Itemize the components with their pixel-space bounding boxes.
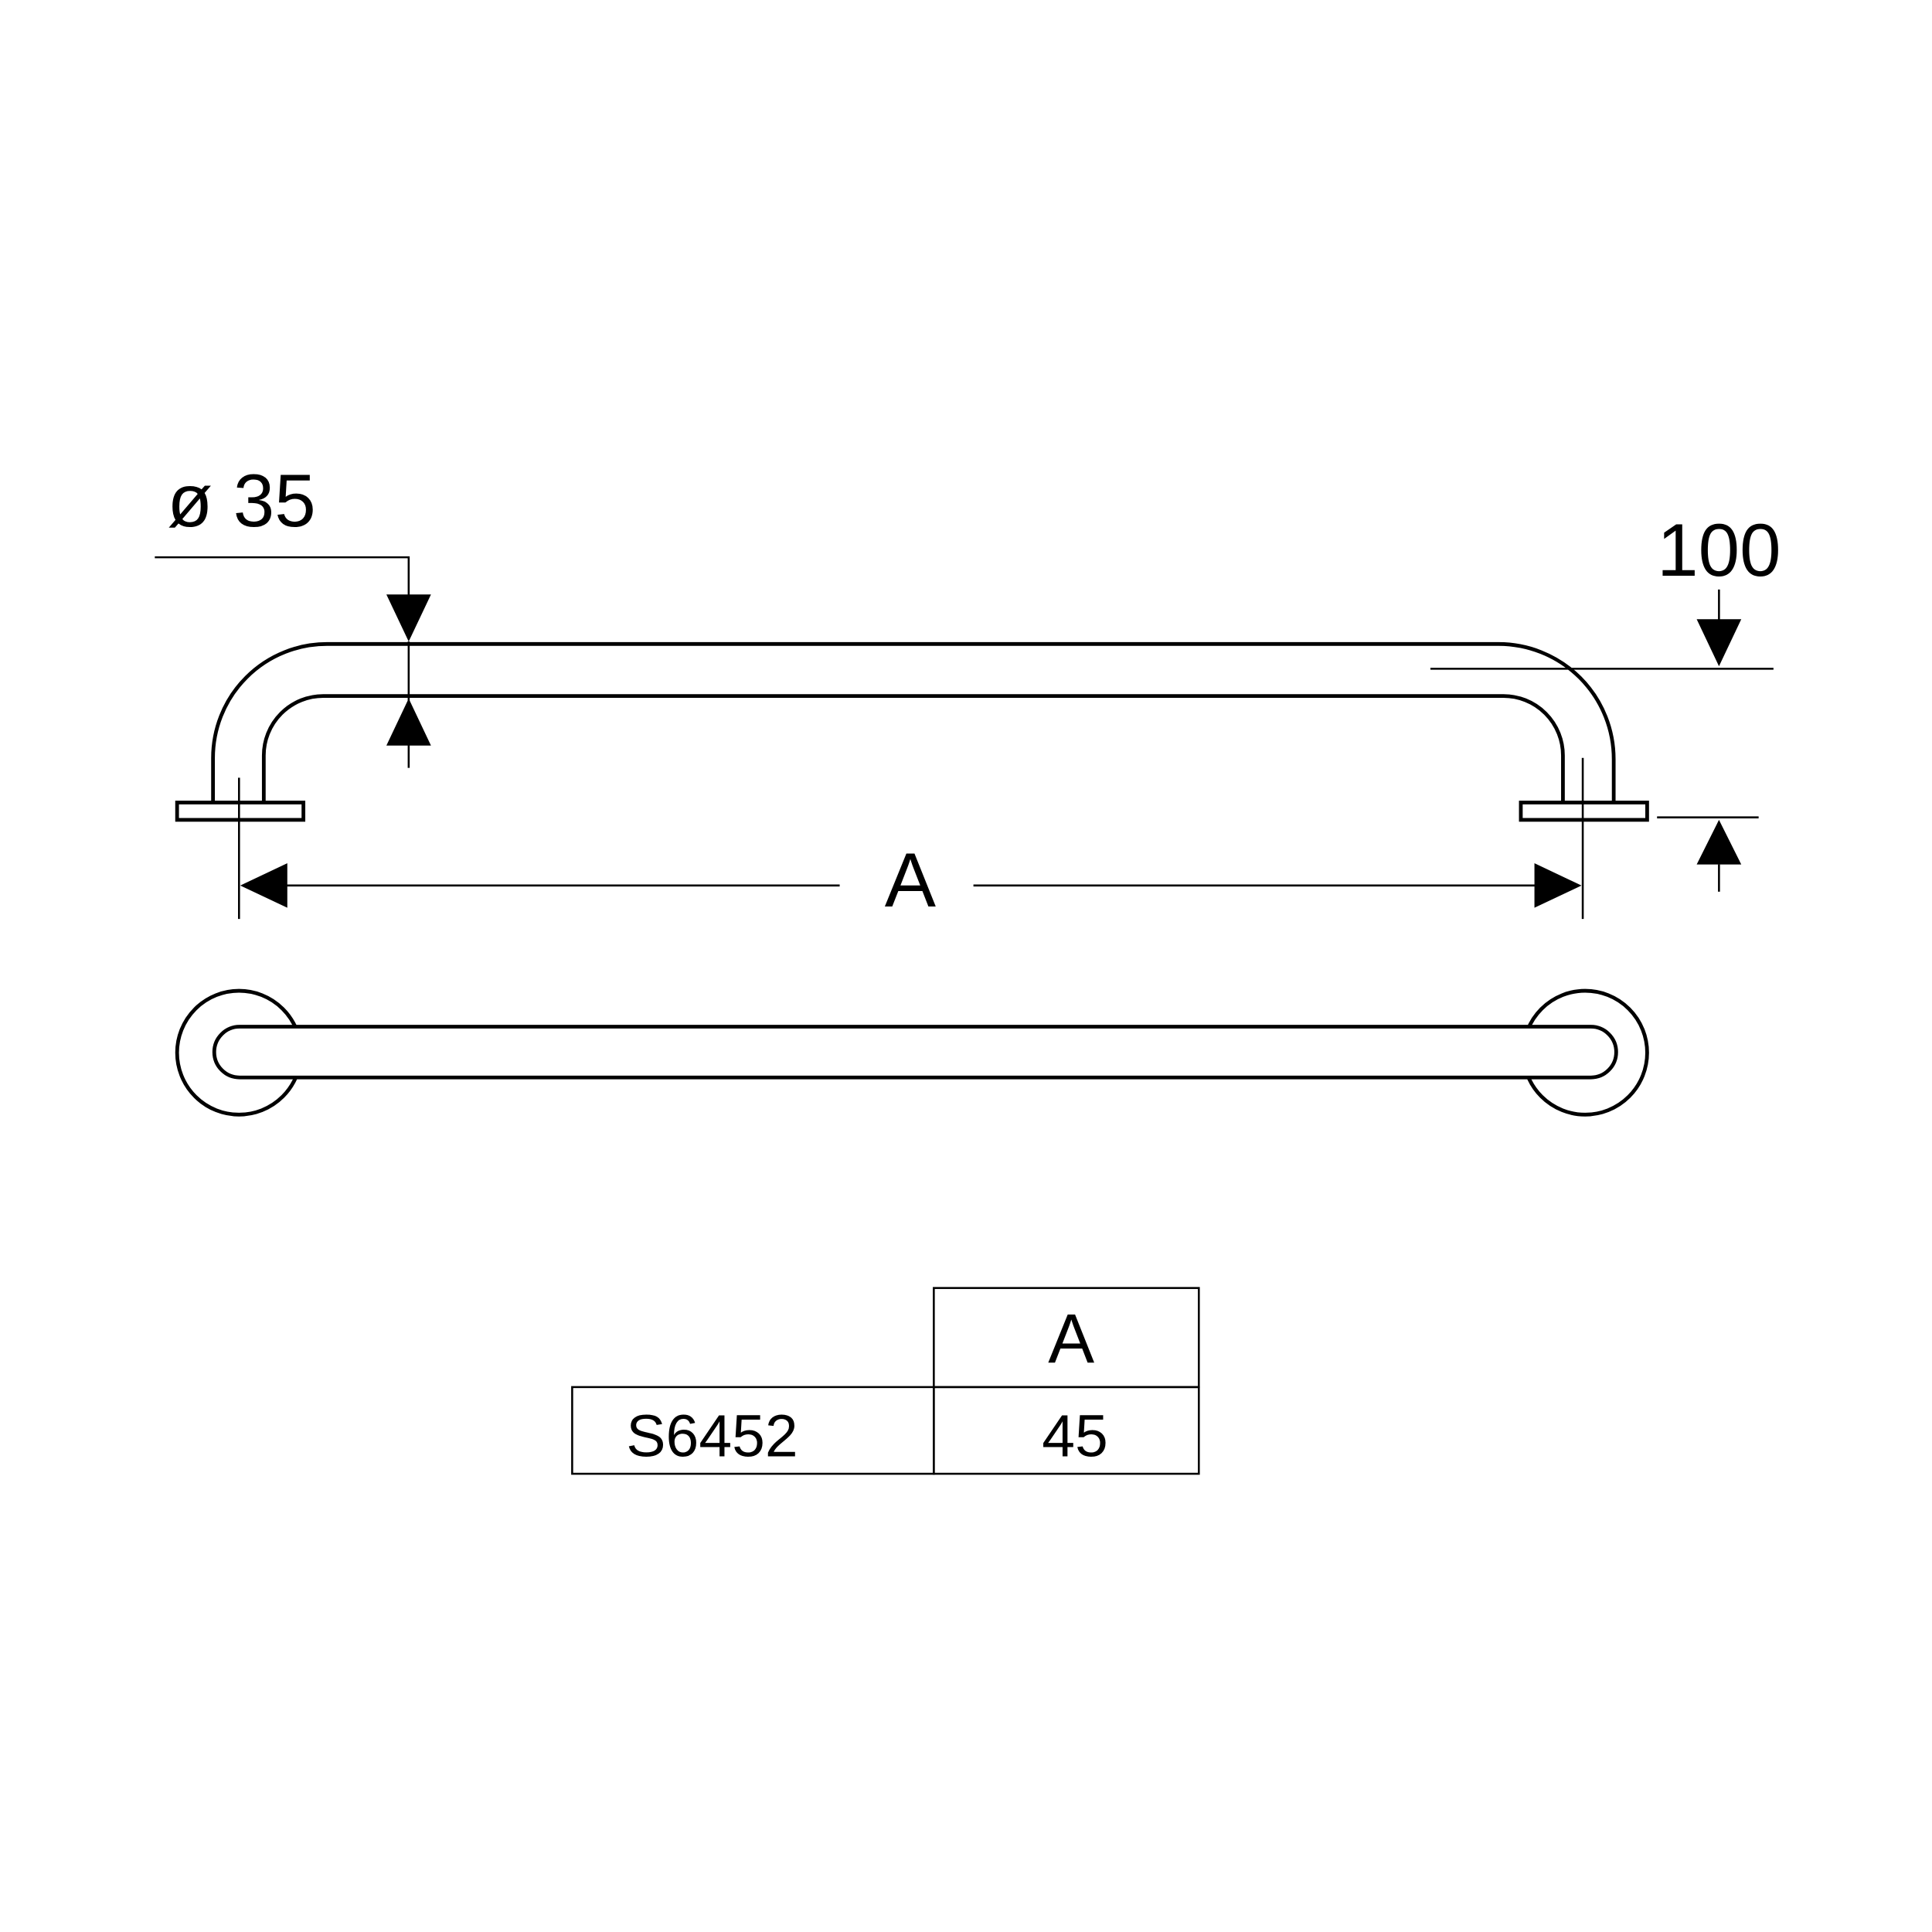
arrow-left-icon (240, 862, 287, 908)
bar-top (212, 1025, 1618, 1080)
grab-bar-side-view (175, 641, 1649, 920)
dimension-diameter: ø 35 (155, 460, 431, 768)
size-table: A S6452 45 (571, 1287, 1200, 1475)
arrow-down-icon (1696, 619, 1742, 667)
bar-inner-contour (261, 694, 1565, 803)
arrow-right-icon (1534, 862, 1582, 908)
right-flange (1519, 801, 1649, 822)
dimension-offset: 100 (1430, 509, 1781, 892)
dimension-a-label: A (885, 838, 937, 923)
table-cell-model: S6452 (626, 1403, 798, 1470)
dimension-a: A (240, 838, 1582, 923)
bar-outer-contour (211, 641, 1616, 803)
arrow-up-icon (386, 698, 431, 746)
left-flange (175, 801, 306, 822)
offset-label: 100 (1657, 509, 1781, 592)
grab-bar-top-view (175, 988, 1649, 1117)
table-cell-a-value: 45 (1042, 1403, 1108, 1470)
arrow-down-icon (386, 594, 431, 642)
table-header-a: A (1048, 1301, 1094, 1378)
diameter-label: ø 35 (167, 460, 315, 543)
arrow-up-icon (1696, 819, 1742, 865)
